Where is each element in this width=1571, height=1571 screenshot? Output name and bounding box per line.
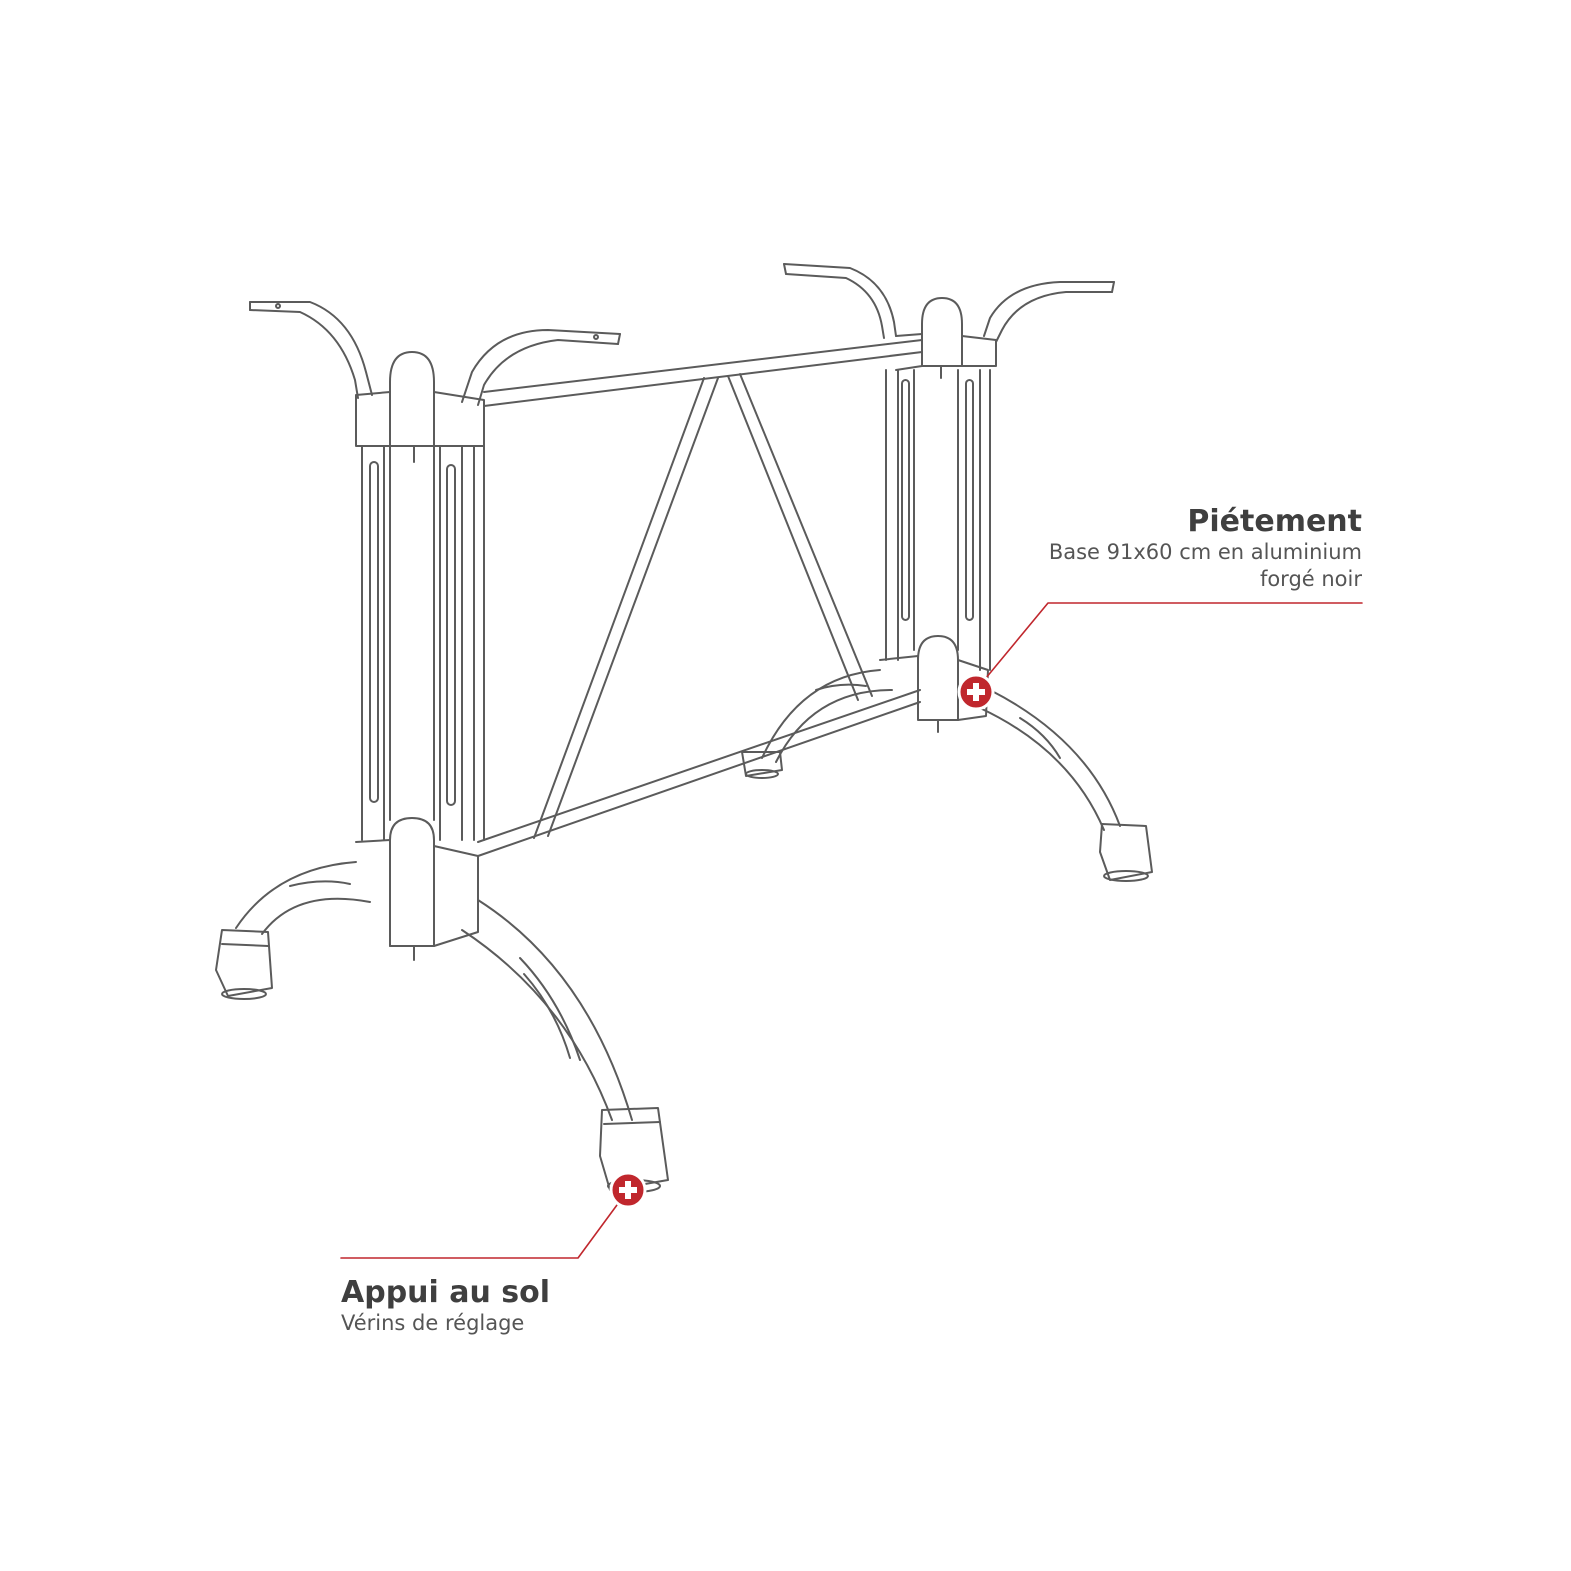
right-feet [741,751,1153,882]
plus-marker-icon[interactable] [957,673,995,711]
appui-line1: Vérins de réglage [341,1311,525,1335]
right-top-arms [783,263,1115,343]
right-vertical-posts [885,369,991,671]
left-vertical-posts [361,445,485,841]
pietement-line2: forgé noir [1259,567,1362,591]
pietement-leader-line [975,602,1363,691]
appui-leader-line [340,1189,629,1259]
left-column-cap [355,351,485,463]
appui-callout: Appui au sol Vérins de réglage [341,1276,550,1337]
callout-lines [340,602,1363,1259]
plus-marker-icon[interactable] [609,1171,647,1209]
left-arched-legs [235,861,633,1121]
right-arched-legs [761,669,1121,831]
pietement-title: Piétement [1187,504,1362,539]
left-foot-housing [355,817,479,961]
left-top-arms [249,301,621,406]
appui-title: Appui au sol [341,1275,551,1310]
right-column-cap [895,297,997,379]
stretcher-frame [477,339,923,857]
pietement-callout: Piétement Base 91x60 cm en aluminium for… [1049,505,1362,593]
left-feet [215,929,669,1193]
pietement-line1: Base 91x60 cm en aluminium [1048,540,1362,564]
